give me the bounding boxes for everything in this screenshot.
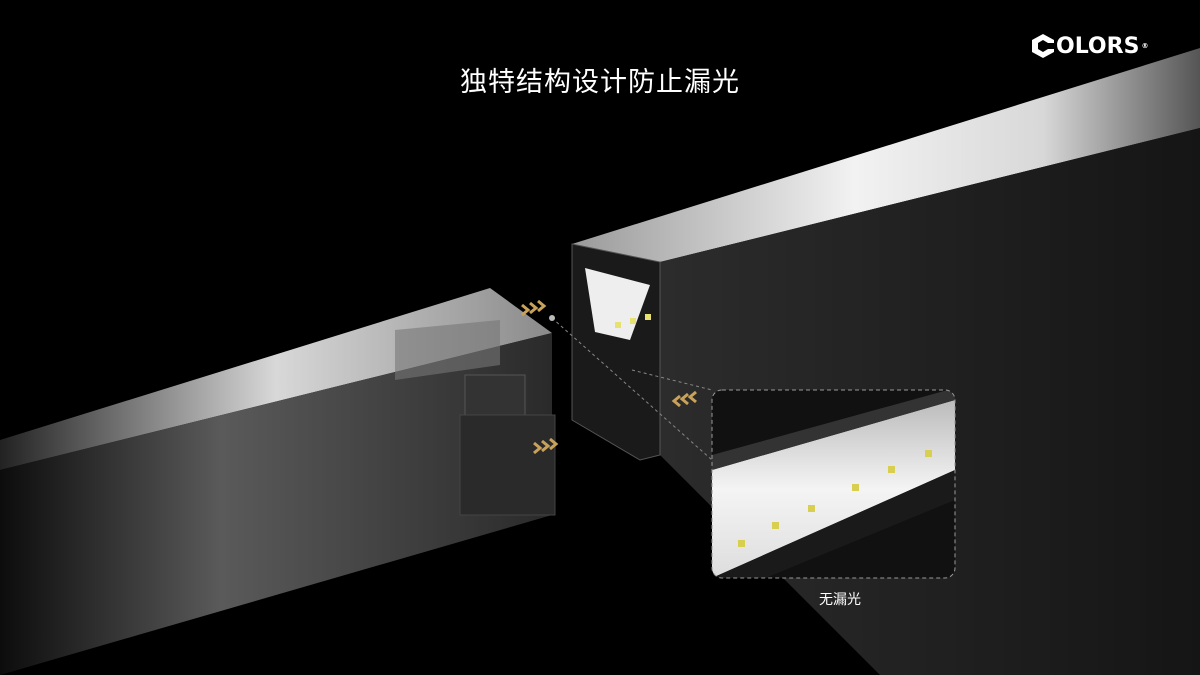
logo-text: OLORS xyxy=(1056,33,1140,59)
chevron-right-arrows-icon xyxy=(521,299,559,455)
page-title: 独特结构设计防止漏光 xyxy=(460,67,740,98)
detail-callout xyxy=(711,389,956,579)
brand-logo: OLORS® xyxy=(1030,33,1148,59)
chevron-left-arrows-icon xyxy=(671,390,697,408)
led-chip xyxy=(615,322,621,328)
callout-caption: 无漏光 xyxy=(819,592,861,608)
right-profile-bar xyxy=(571,48,1200,675)
c-hexagon-logo-icon xyxy=(1032,34,1055,58)
left-profile-bar xyxy=(0,288,556,675)
trademark: ® xyxy=(1141,42,1149,50)
